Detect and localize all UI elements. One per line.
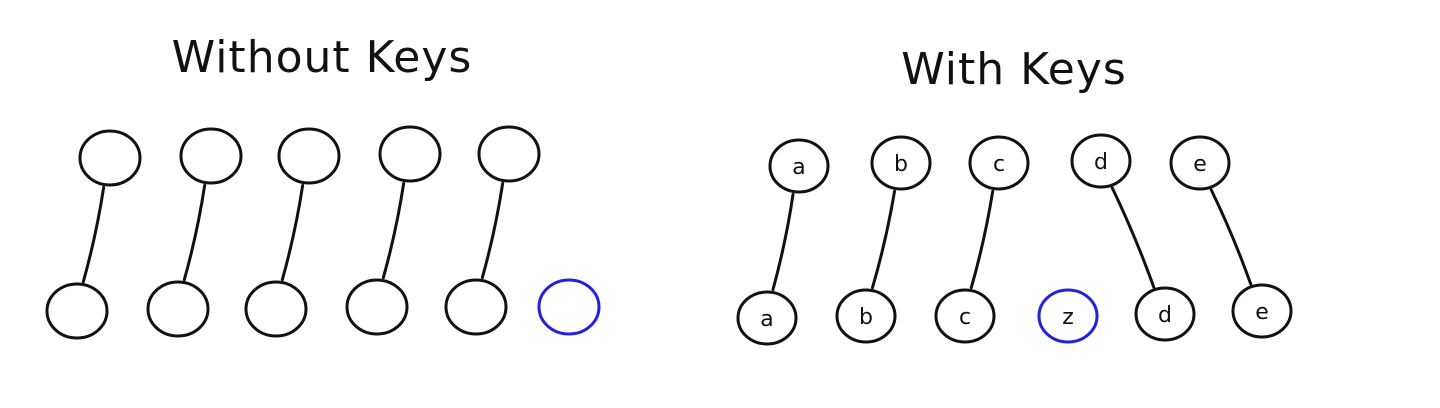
right_panel-bottom-node-label-3: z xyxy=(1062,305,1074,330)
left_panel-top-node-4 xyxy=(477,125,541,183)
right_panel-link-0 xyxy=(771,192,795,292)
right_panel-bottom-node-label-2: c xyxy=(959,305,971,330)
right_panel-top-node-0 xyxy=(768,138,830,194)
right_panel-bottom-node-label-1: b xyxy=(859,305,873,330)
right_panel-top-node-label-4: e xyxy=(1193,152,1207,177)
right_panel-new-node xyxy=(1037,288,1099,344)
left_panel-link-3 xyxy=(381,181,406,280)
left_panel-top-node-2 xyxy=(277,127,341,185)
right_panel-bottom-node-5 xyxy=(1231,283,1293,339)
without-keys-panel xyxy=(45,125,601,340)
left_panel-link-1 xyxy=(182,183,207,282)
right_panel-bottom-node-1 xyxy=(835,288,897,344)
left_panel-top-node-1 xyxy=(179,127,243,185)
right_panel-top-node-1 xyxy=(870,135,932,191)
with-keys-panel: a b c d e a b c z d e xyxy=(736,133,1293,346)
right_panel-link-4 xyxy=(1209,188,1253,286)
left_panel-link-2 xyxy=(280,183,305,282)
left_panel-bottom-node-0 xyxy=(45,282,109,340)
right_panel-top-node-label-2: c xyxy=(993,152,1005,177)
right_panel-top-node-4 xyxy=(1169,135,1231,191)
right_panel-top-node-2 xyxy=(968,135,1030,191)
left_panel-link-4 xyxy=(480,181,505,280)
left_panel-bottom-node-4 xyxy=(444,278,508,336)
right_panel-bottom-node-2 xyxy=(934,288,996,344)
left_panel-bottom-node-3 xyxy=(345,278,409,336)
right_panel-bottom-node-4 xyxy=(1134,286,1196,342)
right_panel-link-1 xyxy=(870,189,897,290)
right_panel-link-3 xyxy=(1110,186,1156,289)
right_panel-top-node-label-1: b xyxy=(894,152,908,177)
left_panel-bottom-node-1 xyxy=(146,280,210,338)
left_panel-link-0 xyxy=(81,185,106,284)
left-panel-title: Without Keys xyxy=(172,32,473,83)
right_panel-link-2 xyxy=(969,189,995,290)
right-panel-title: With Keys xyxy=(901,44,1127,95)
right_panel-bottom-node-label-5: e xyxy=(1255,300,1269,325)
left_panel-top-node-3 xyxy=(378,125,442,183)
left_panel-top-node-0 xyxy=(78,129,142,187)
right_panel-bottom-node-label-4: d xyxy=(1158,303,1172,328)
left_panel-new-node xyxy=(537,278,601,336)
right_panel-top-node-label-3: d xyxy=(1094,150,1108,175)
right_panel-top-node-label-0: a xyxy=(792,155,805,180)
right_panel-bottom-node-0 xyxy=(736,290,798,346)
right_panel-bottom-node-label-0: a xyxy=(760,307,773,332)
right_panel-top-node-3 xyxy=(1070,133,1132,189)
left_panel-bottom-node-2 xyxy=(244,280,308,338)
